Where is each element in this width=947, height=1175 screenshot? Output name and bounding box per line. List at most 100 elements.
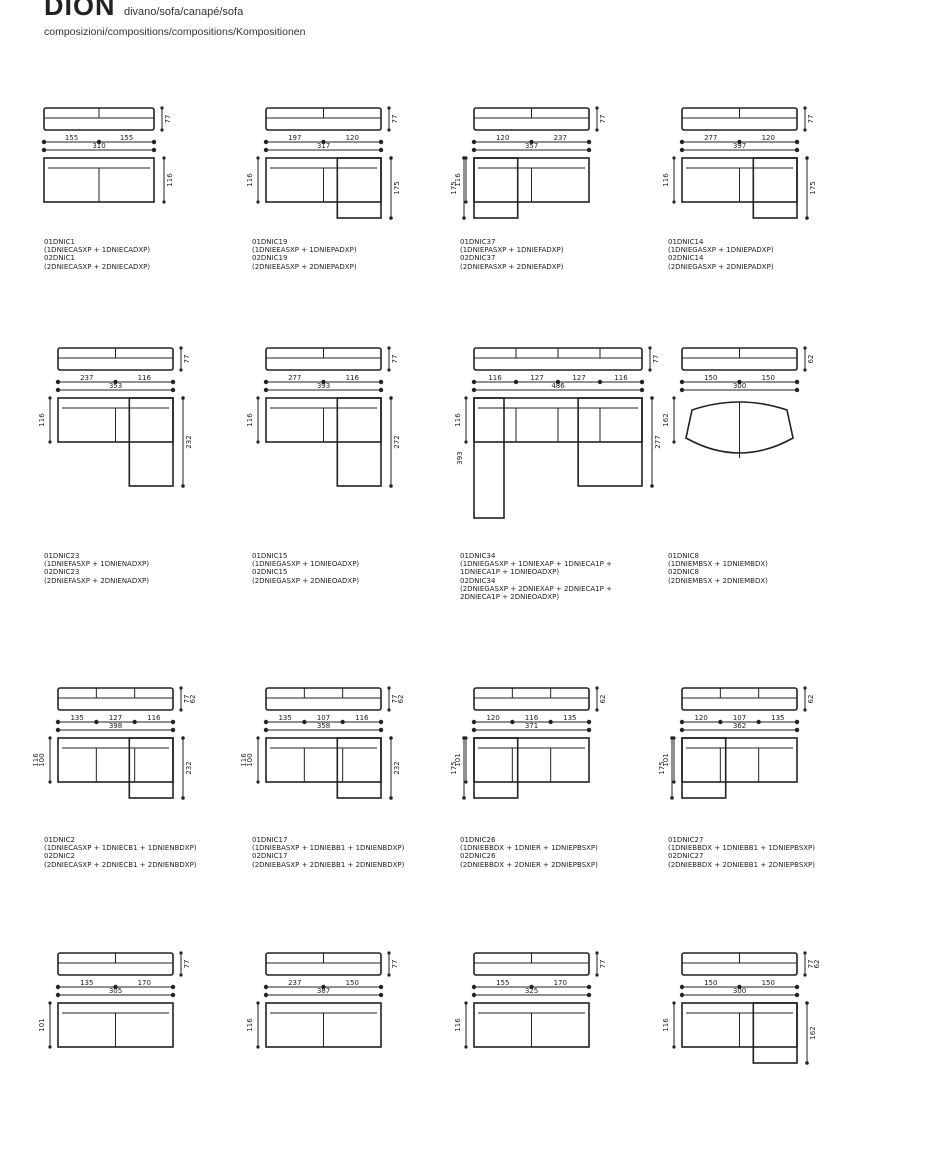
dim-dot [464, 440, 468, 444]
total-label: 357 [525, 142, 538, 150]
dim-dot [586, 719, 592, 725]
dim-dot [471, 139, 477, 145]
dim-dot [48, 440, 52, 444]
depth-label: 116 [246, 173, 254, 187]
height-label: 77 [164, 115, 172, 124]
dim-dot [513, 379, 519, 385]
dim-dot [679, 147, 685, 153]
dim-dot [639, 387, 645, 393]
sofa-frame [473, 687, 590, 711]
dim-dot [302, 719, 307, 725]
model-code-line: (2DNIEMBSX + 2DNIEMBDX) [668, 576, 768, 585]
model-code-line: 02DNIC2 [44, 852, 75, 861]
model-codes: 01DNIC1(1DNIECASXP + 1DNIECADXP)02DNIC1(… [44, 238, 150, 271]
extension-label: 175 [450, 181, 458, 194]
dim-dot [132, 719, 137, 725]
dim-dot [48, 1045, 52, 1049]
model-code-line: 01DNIC17 [252, 836, 288, 844]
model-code-line: 02DNIC37 [460, 254, 496, 263]
dim-dot [170, 719, 176, 725]
dim-dot [387, 708, 391, 712]
dim-dot [55, 727, 61, 733]
plan-view: 116 [454, 1001, 590, 1049]
dim-dot [672, 1001, 676, 1005]
front-view: 77 [473, 346, 660, 372]
segment-label: 170 [138, 979, 151, 987]
dim-dot [464, 200, 468, 204]
dim-dot [170, 379, 176, 385]
dim-dot [471, 379, 477, 385]
front-view: 77 [57, 951, 191, 977]
model-code-line: 01DNIC14 [668, 238, 704, 246]
model-code-line: (1DNIEBBDX + 1DNIER + 1DNIEPBSXP) [460, 844, 598, 853]
model-code-line: (2DNIEGASXP + 2DNIEPADXP) [668, 262, 774, 271]
model-code-line: 02DNIC23 [44, 568, 80, 577]
segment-label: 237 [80, 374, 93, 382]
extension-label: 162 [809, 1026, 817, 1039]
dim-dot [471, 984, 477, 990]
dim-dot [595, 973, 599, 977]
dim-dot [464, 1001, 468, 1005]
extension-label: 232 [185, 761, 193, 774]
model-code-line: (2DNIEGASXP + 2DNIEXAP + 2DNIECA1P + [460, 584, 612, 593]
depth-label: 162 [662, 413, 670, 426]
chaise-extension [336, 157, 382, 219]
height-label: 77 [183, 355, 191, 364]
height-label: 62 [807, 355, 815, 364]
model-code-line: (1DNIECASXP + 1DNIECADXP) [44, 246, 151, 255]
model-code-line: (2DNIEBBDX + 2DNIER + 2DNIEPBSXP) [460, 860, 598, 869]
dim-dot [151, 147, 157, 153]
chaise-extension [128, 397, 174, 487]
page-subtitle: composizioni/compositions/compositions/K… [44, 26, 306, 38]
brand-title: DION [44, 0, 116, 21]
dim-dot [597, 379, 603, 385]
dim-dot [160, 128, 164, 132]
dim-dot [94, 719, 99, 725]
total-label: 310 [92, 142, 105, 150]
model-code-line: (1DNIEEASXP + 1DNIEPADXP) [252, 246, 357, 255]
dim-dot [41, 139, 47, 145]
dim-dot [179, 708, 183, 712]
dim-dot [179, 346, 183, 350]
dim-dot [672, 396, 676, 400]
front-view: 77 [43, 106, 172, 132]
dim-dot [464, 156, 468, 160]
model-code-line: (1DNIEGASXP + 1DNIEOADXP) [252, 560, 360, 569]
model-code-line: 01DNIC34 [460, 552, 496, 560]
dim-dot [321, 139, 326, 145]
dim-dot [162, 156, 166, 160]
chaise-extension [336, 737, 382, 799]
model-code-line: (1DNIEPASXP + 1DNIEFADXP) [460, 246, 564, 255]
dim-dot [794, 379, 800, 385]
total-label: 300 [733, 987, 746, 995]
dim-dot [679, 992, 685, 998]
dim-dot [803, 368, 807, 372]
segment-label: 155 [496, 979, 509, 987]
plan-outline [681, 737, 798, 783]
dim-dot [805, 1061, 809, 1065]
dim-dot [672, 440, 676, 444]
dim-dot [113, 379, 118, 385]
extension-label: 232 [185, 435, 193, 448]
model-code-line: 01DNIC2 [44, 836, 75, 844]
model-code-line: (1DNIECASXP + 1DNIECB1 + 1DNIENBDXP) [44, 844, 197, 853]
height-label-2: 62 [813, 960, 821, 969]
height-label: 77 [599, 115, 607, 124]
dim-dot [803, 708, 807, 712]
sofa-frame [265, 687, 382, 711]
dim-dot [803, 951, 807, 955]
extension-label: 232 [393, 761, 401, 774]
dim-dot [170, 992, 176, 998]
dim-dot [650, 484, 654, 488]
brand-subtitle: divano/sofa/canapé/sofa [123, 6, 244, 18]
dim-dot [805, 216, 809, 220]
dim-dot [389, 396, 393, 400]
dim-dot [586, 984, 592, 990]
dim-dot [179, 973, 183, 977]
